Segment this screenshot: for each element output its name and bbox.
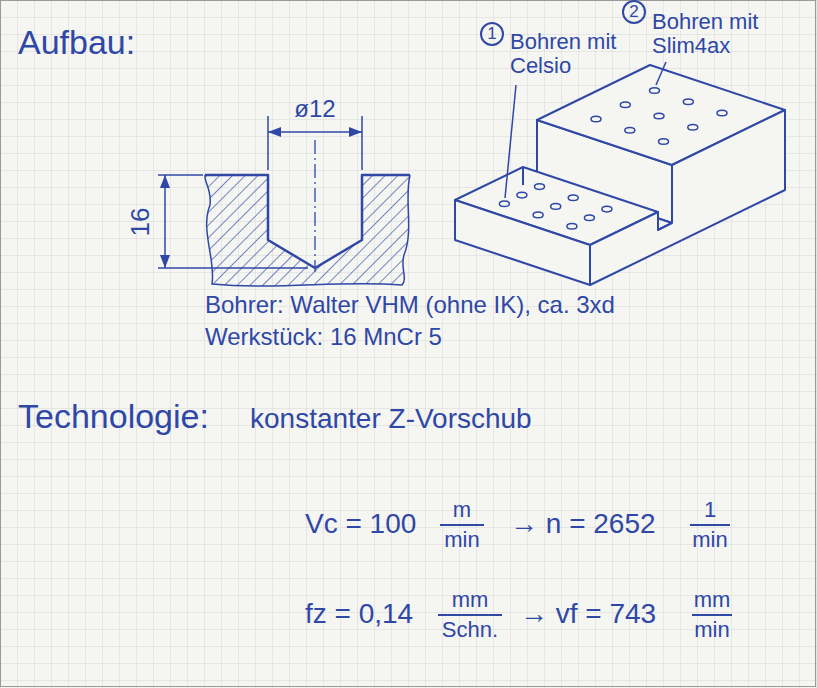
- section-view: [205, 140, 410, 286]
- fraction-numerator: mm: [694, 588, 731, 612]
- fraction-denominator: min: [694, 618, 729, 642]
- formula-text: → vf = 743: [520, 599, 656, 630]
- diameter-dimension: [268, 116, 362, 170]
- center-line: [314, 140, 315, 272]
- note-text: Bohrer: Walter VHM (ohne IK), ca. 3xd: [205, 292, 615, 318]
- fraction-numerator: mm: [452, 588, 489, 612]
- section-heading: Aufbau:: [18, 24, 135, 61]
- section-heading: Technologie:: [18, 398, 209, 435]
- callout-number: 1: [480, 22, 504, 46]
- callout-text: Bohren mit Celsio: [510, 30, 622, 78]
- break-line: [205, 175, 410, 286]
- fraction-numerator: 1: [704, 498, 716, 522]
- side-face: [590, 110, 785, 285]
- fraction-denominator: min: [444, 528, 479, 552]
- drill-holes: [499, 88, 727, 229]
- hatching: [205, 175, 410, 286]
- note-text: konstanter Z-Vorschub: [250, 404, 532, 435]
- note-text: Werkstück: 16 MnCr 5: [205, 324, 442, 350]
- callout-text: Bohren mit Slim4ax: [652, 10, 777, 58]
- formula-text: fz = 0,14: [305, 599, 413, 630]
- fraction-denominator: Schn.: [442, 618, 498, 642]
- fraction-numerator: m: [453, 498, 471, 522]
- workpiece-block: [455, 65, 785, 285]
- hole-outline: [205, 175, 410, 268]
- callout-number: 2: [622, 0, 646, 24]
- leader-lines: [505, 62, 666, 198]
- front-face: [455, 200, 590, 285]
- fraction-denominator: min: [692, 528, 727, 552]
- dimension-text: 16: [126, 208, 155, 237]
- groove-edge: [522, 167, 524, 185]
- dimension-text: ø12: [294, 96, 335, 122]
- formula-text: → n = 2652: [510, 509, 656, 540]
- formula-text: Vc = 100: [305, 509, 416, 540]
- depth-dimension: [158, 175, 308, 268]
